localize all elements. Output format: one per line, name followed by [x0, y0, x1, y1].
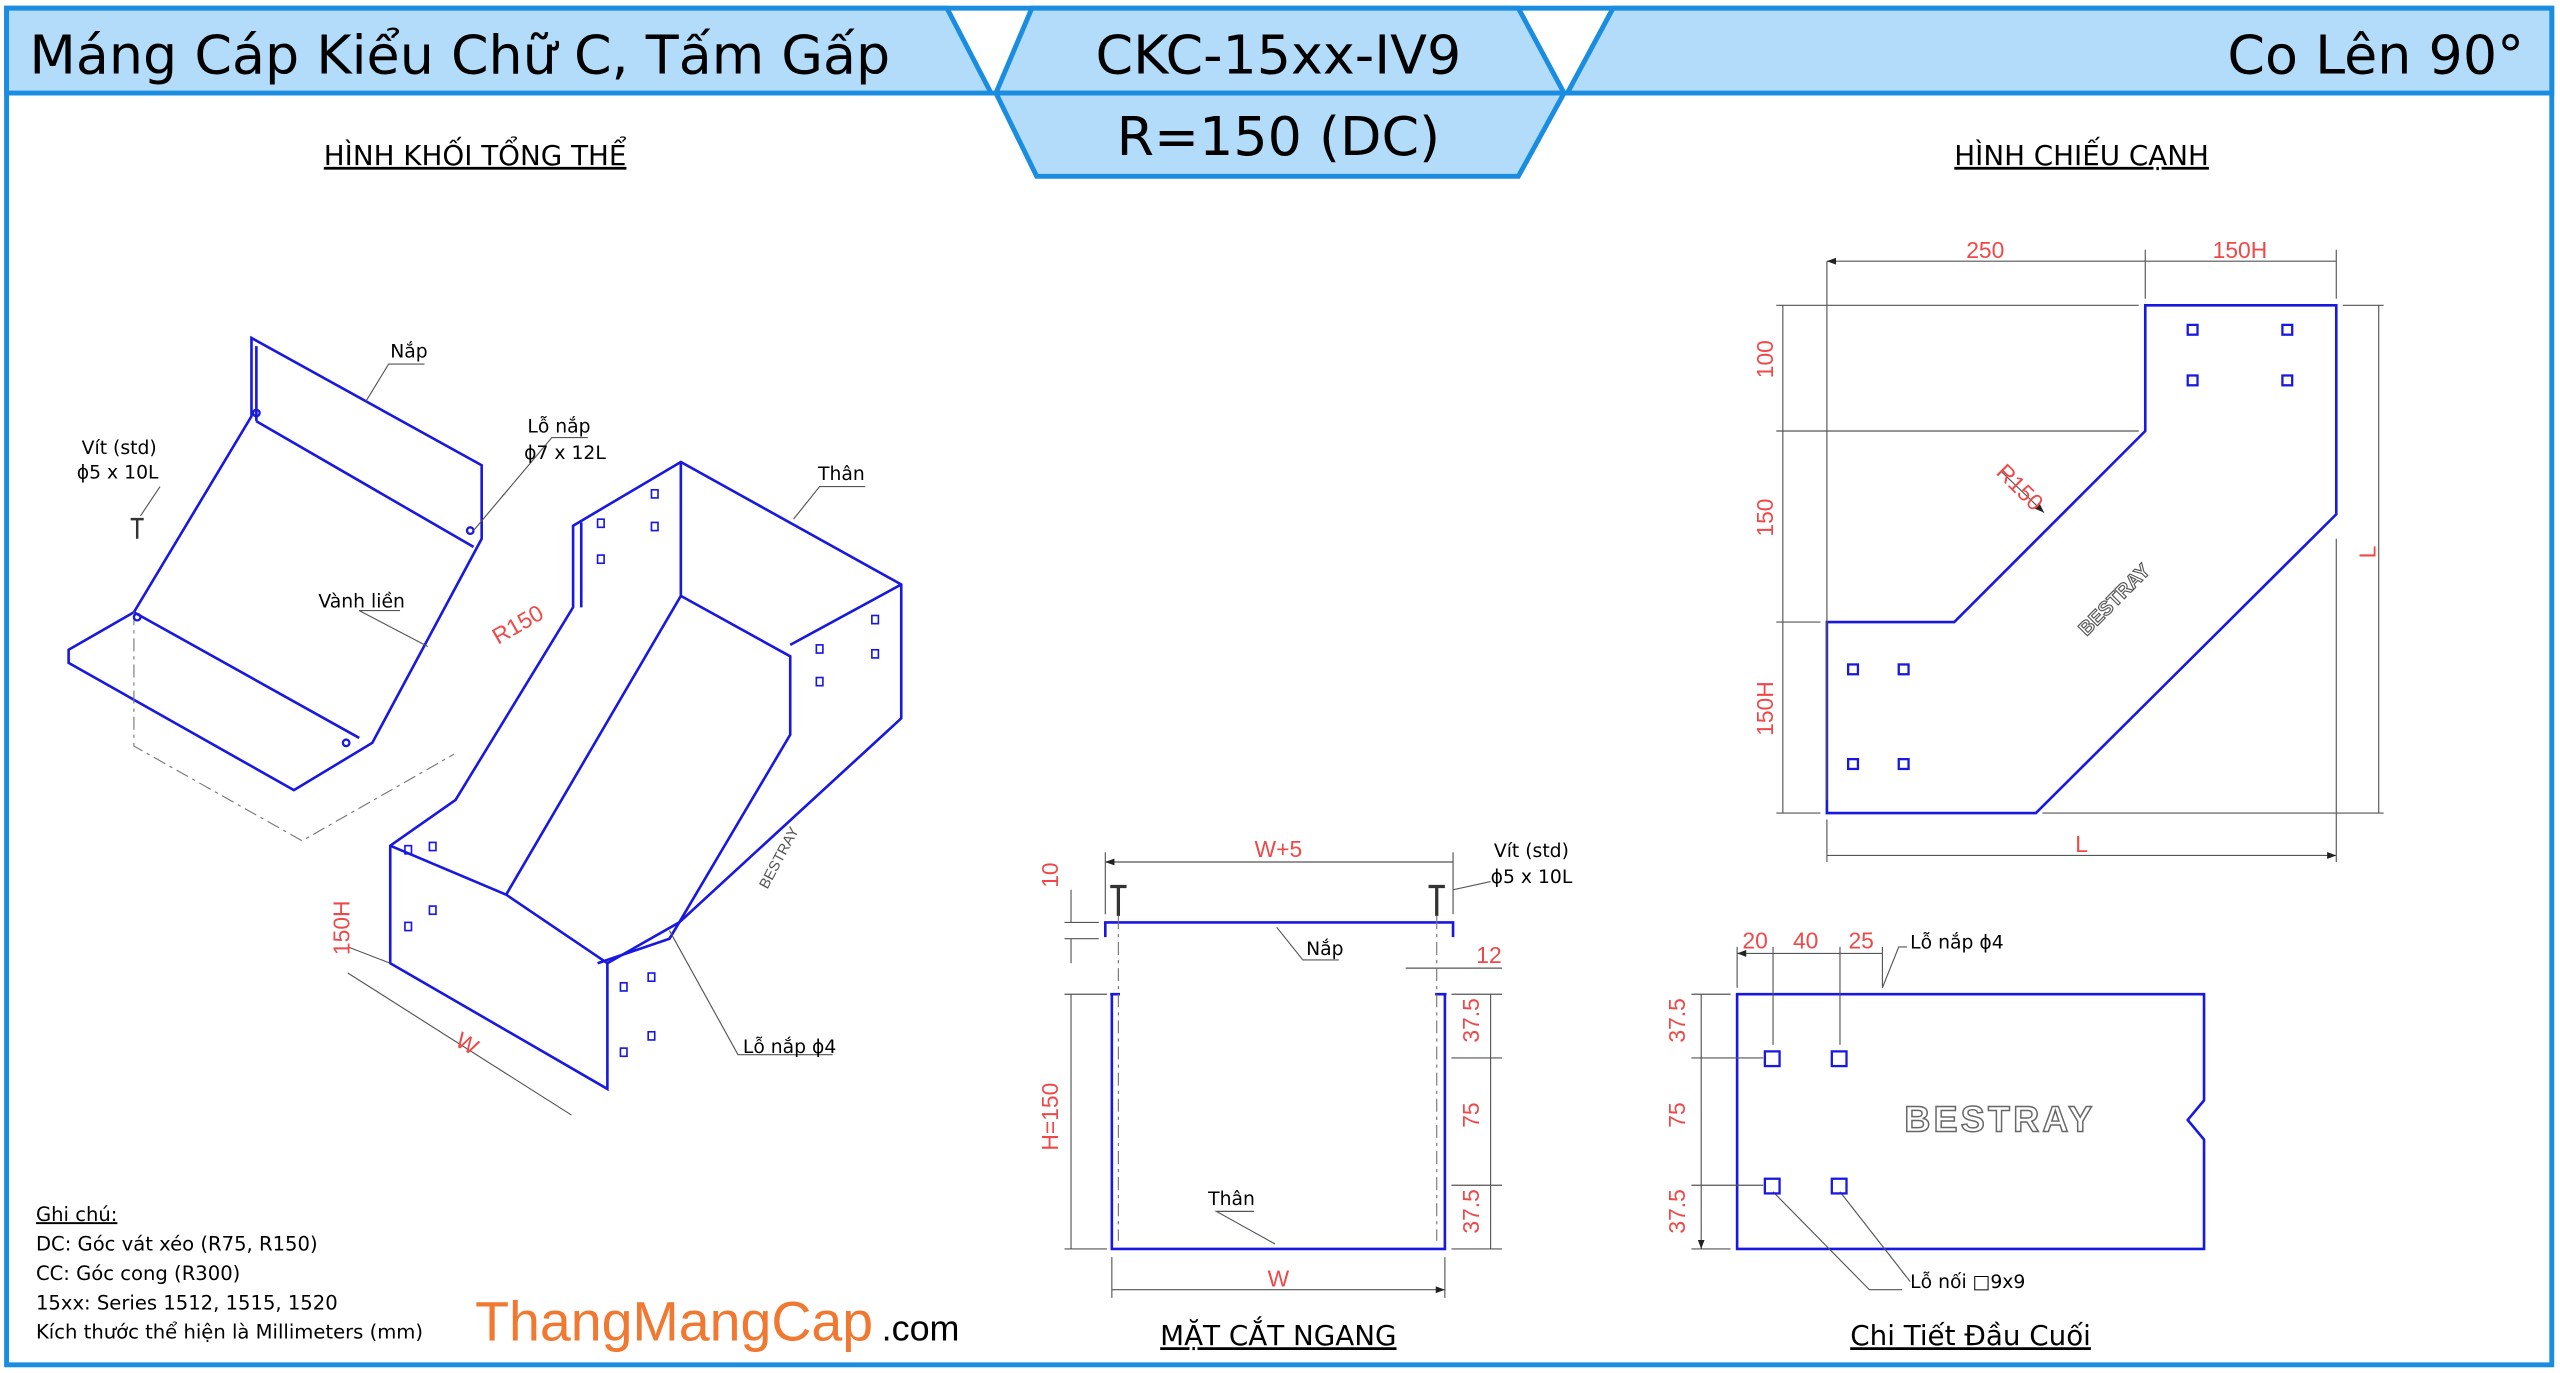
dim-150h-left: 150H — [1752, 681, 1778, 736]
dim-37-5-top: 37.5 — [1664, 998, 1690, 1042]
dim-10: 10 — [1037, 862, 1063, 887]
dim-w5: W+5 — [1255, 836, 1303, 862]
isometric-view: BESTRAY Nắp Vít (std) ϕ5 x 10L Lỗ nắp ϕ7… — [67, 335, 903, 1116]
section-title-iso: HÌNH KHỐI TỔNG THỂ — [324, 135, 627, 172]
title-right: Co Lên 90° — [2227, 23, 2524, 86]
label-cover-hole-size: ϕ7 x 12L — [524, 443, 606, 464]
dim-75: 75 — [1458, 1102, 1484, 1127]
dim-l-bottom: L — [2075, 831, 2088, 857]
logo-main: ThangMangCap — [475, 1290, 873, 1352]
cross-section-view: W+5 10 Vít (std) ϕ5 x 10L Nắp 12 37.5 75… — [1037, 836, 1573, 1298]
label-cover: Nắp — [1306, 937, 1343, 960]
section-title-end: Chi Tiết Đầu Cuối — [1850, 1319, 2091, 1352]
brand-watermark: BESTRAY — [757, 824, 803, 891]
label-screw: Vít (std) — [1494, 841, 1569, 862]
section-title-side: HÌNH CHIẾU CẠNH — [1954, 135, 2209, 172]
note-line: Kích thước thể hiện là Millimeters (mm) — [36, 1321, 423, 1344]
dim-40: 40 — [1793, 928, 1818, 954]
screw-icon — [1110, 884, 1445, 916]
label-screw-size: ϕ5 x 10L — [77, 462, 159, 483]
label-cover: Nắp — [390, 340, 427, 363]
dim-250: 250 — [1966, 237, 2004, 263]
dim-37-5-top: 37.5 — [1458, 998, 1484, 1042]
dim-width: W — [451, 1027, 483, 1061]
label-cover-hole: Lỗ nắp — [527, 415, 590, 438]
dim-37-5-bottom: 37.5 — [1458, 1189, 1484, 1233]
site-logo: ThangMangCap .com — [475, 1290, 959, 1352]
dim-150: 150 — [1752, 498, 1778, 536]
sheet-border — [4, 5, 2555, 1368]
label-screw-size: ϕ5 x 10L — [1491, 867, 1573, 888]
dim-75: 75 — [1664, 1102, 1690, 1127]
end-detail-view: 20 40 25 Lỗ nắp ϕ4 37.5 75 37.5 BESTRAY … — [1664, 928, 2206, 1293]
dim-height: H=150 — [1037, 1083, 1063, 1151]
notes-title: Ghi chú: — [36, 1203, 117, 1226]
dim-37-5-bottom: 37.5 — [1664, 1189, 1690, 1233]
title-left: Máng Cáp Kiểu Chữ C, Tấm Gấp — [29, 23, 890, 86]
dim-radius: R150 — [1992, 459, 2049, 516]
note-line: CC: Góc cong (R300) — [36, 1262, 240, 1285]
product-radius: R=150 (DC) — [1117, 105, 1441, 168]
body-part: BESTRAY — [388, 460, 903, 1092]
logo-suffix: .com — [882, 1307, 960, 1348]
label-body: Thân — [817, 464, 865, 485]
side-view: 250 150H 100 150 150H R150 L L BESTRAY — [1752, 237, 2384, 862]
dim-100: 100 — [1752, 340, 1778, 378]
dim-width: W — [1268, 1265, 1290, 1291]
note-line: 15xx: Series 1512, 1515, 1520 — [36, 1291, 338, 1314]
screw-icon — [130, 517, 144, 539]
label-hole4: Lỗ nắp ϕ4 — [743, 1035, 837, 1058]
dim-150h-top: 150H — [2213, 237, 2268, 263]
dim-l-right: L — [2354, 546, 2380, 559]
section-title-cross: MẶT CẮT NGANG — [1160, 1315, 1396, 1352]
label-joint-hole: Lỗ nối □9x9 — [1910, 1271, 2025, 1293]
dim-radius: R150 — [487, 599, 547, 649]
notes: Ghi chú: DC: Góc vát xéo (R75, R150) CC:… — [36, 1203, 423, 1344]
dim-12: 12 — [1476, 942, 1501, 968]
dim-height: 150H — [328, 900, 354, 955]
label-body: Thân — [1207, 1189, 1255, 1210]
label-rim: Vành liền — [318, 590, 405, 612]
dim-20: 20 — [1742, 928, 1767, 954]
label-screw: Vít (std) — [82, 438, 157, 459]
brand-watermark: BESTRAY — [2074, 560, 2154, 640]
cover-part — [67, 335, 483, 842]
note-line: DC: Góc vát xéo (R75, R150) — [36, 1233, 318, 1256]
product-code: CKC-15xx-IV9 — [1096, 23, 1462, 86]
label-cover-hole: Lỗ nắp ϕ4 — [1910, 931, 2004, 954]
dim-25: 25 — [1848, 928, 1873, 954]
brand-logo-plate: BESTRAY — [1904, 1098, 2095, 1139]
title-block: Máng Cáp Kiểu Chữ C, Tấm Gấp CKC-15xx-IV… — [4, 5, 2555, 179]
